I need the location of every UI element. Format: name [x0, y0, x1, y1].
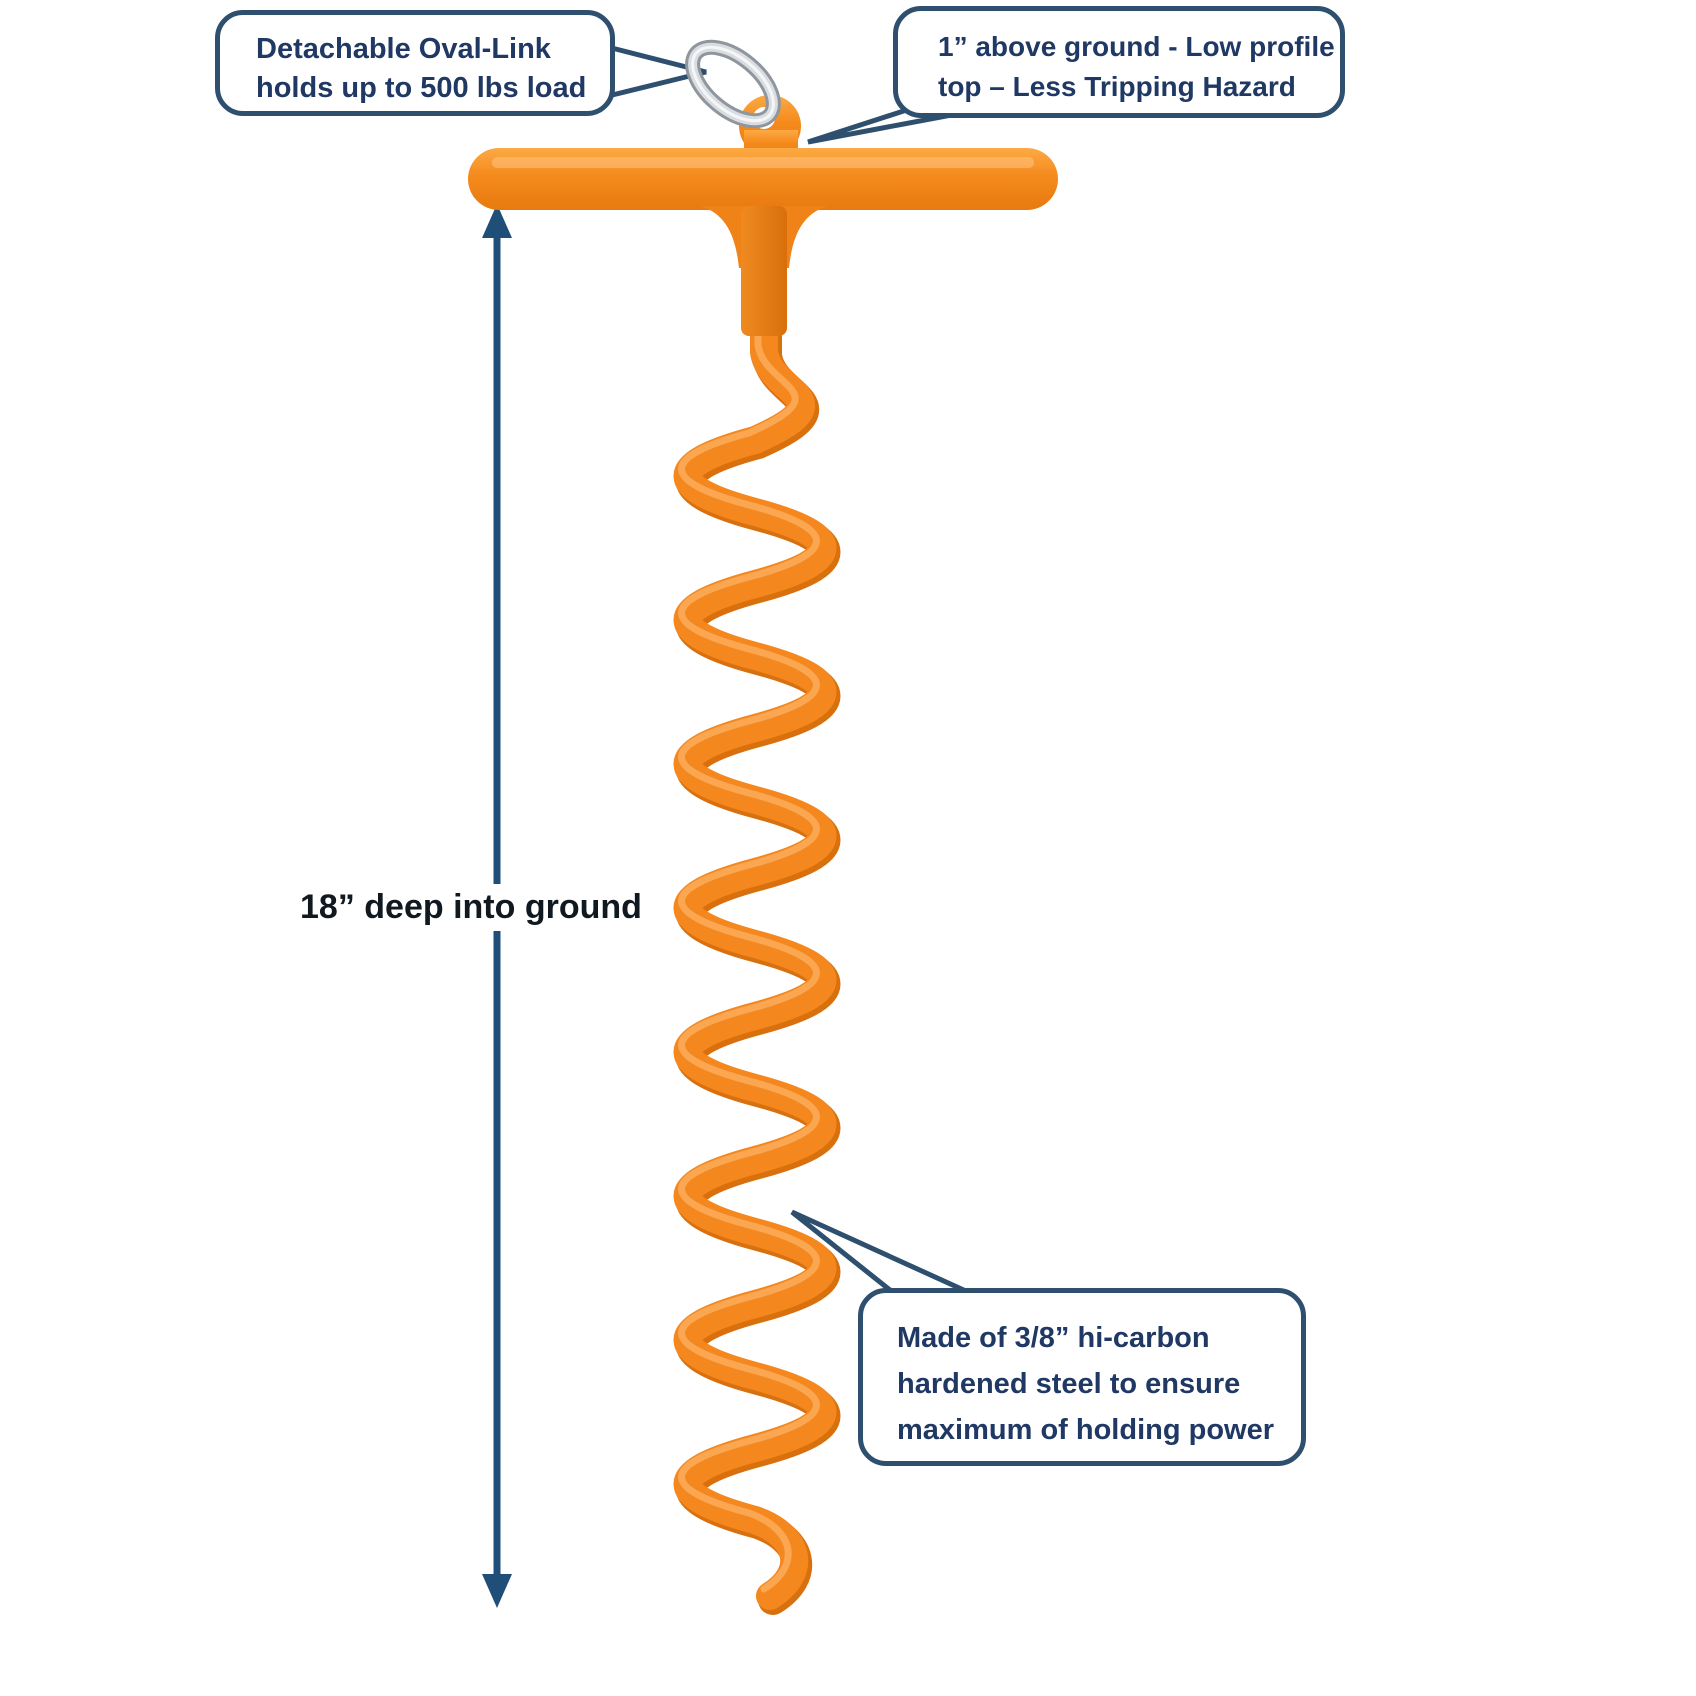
callout-material-line3: maximum of holding power: [897, 1414, 1275, 1446]
callout-low-profile-line2: top – Less Tripping Hazard: [938, 71, 1296, 102]
callout-material: Made of 3/8” hi-carbon hardened steel to…: [858, 1288, 1306, 1466]
callout-low-profile: 1” above ground - Low profile top – Less…: [893, 6, 1345, 118]
callout-oval-link-line1: Detachable Oval-Link: [256, 33, 551, 65]
callout-material-line2: hardened steel to ensure: [897, 1368, 1241, 1400]
anchor-handle: [468, 148, 1058, 336]
callout-oval-link: Detachable Oval-Link holds up to 500 lbs…: [215, 10, 615, 116]
anchor-spiral: [682, 311, 826, 1600]
depth-label: 18” deep into ground: [296, 884, 656, 931]
callout-material-line1: Made of 3/8” hi-carbon: [897, 1322, 1210, 1354]
callout-oval-link-line2: holds up to 500 lbs load: [256, 72, 587, 104]
anchor-eyelet: [685, 39, 801, 158]
callout-low-profile-line1: 1” above ground - Low profile: [938, 31, 1335, 62]
oval-link-icon: [685, 39, 781, 129]
